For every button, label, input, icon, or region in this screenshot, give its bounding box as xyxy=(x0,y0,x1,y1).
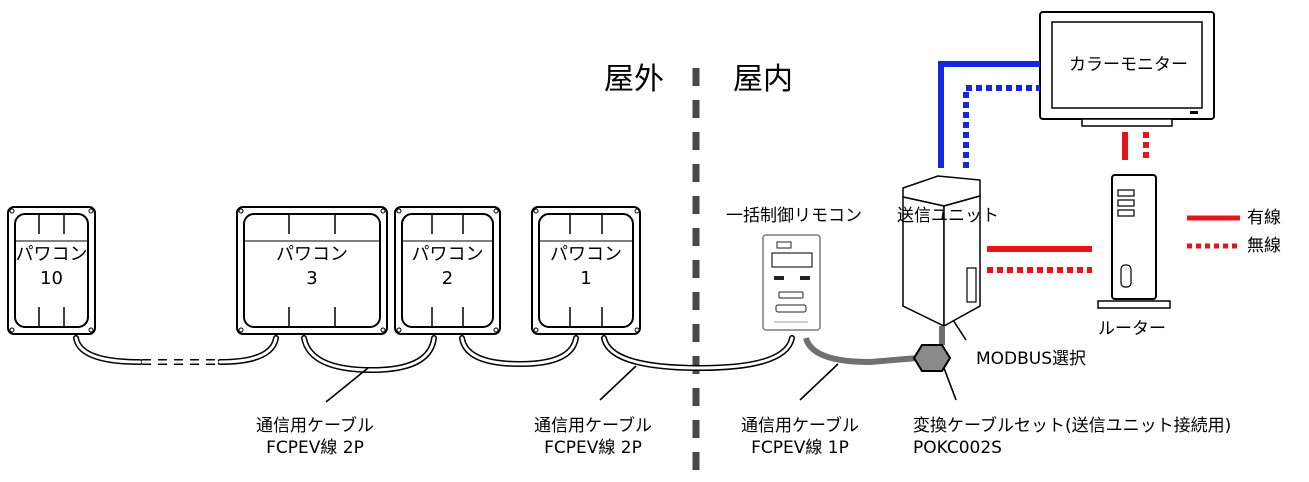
router-links xyxy=(987,132,1149,273)
monitor-label: カラーモニター xyxy=(1069,55,1188,75)
inverter-10-icon xyxy=(7,206,96,335)
cable-3-spec: FCPEV線 1P xyxy=(751,438,849,458)
cable-2-type: 通信用ケーブル xyxy=(534,416,652,436)
router-label: ルーター xyxy=(1098,319,1166,339)
converter-label: 変換ケーブルセット(送信ユニット接続用) POKC002S xyxy=(913,415,1231,459)
inverter-2-icon xyxy=(394,206,501,335)
inverter-10-number: 10 xyxy=(40,268,63,289)
inverter-2-name: パワコン xyxy=(411,244,484,265)
converter-connector-icon xyxy=(912,344,952,372)
inverter-2-number: 2 xyxy=(441,268,454,289)
cable-2-spec: FCPEV線 2P xyxy=(544,438,642,458)
cable-chain xyxy=(73,335,795,374)
cable-1-type: 通信用ケーブル xyxy=(256,416,374,436)
remote-label: 一括制御リモコン xyxy=(726,206,862,226)
legend-wireless-label: 無線 xyxy=(1247,236,1281,256)
cable-1-spec: FCPEV線 2P xyxy=(266,438,364,458)
transmitter-label: 送信ユニット xyxy=(897,206,999,226)
cable-label-1: 通信用ケーブル FCPEV線 2P xyxy=(240,415,390,459)
inverter-3-name: パワコン xyxy=(276,244,348,265)
cable-label-2: 通信用ケーブル FCPEV線 2P xyxy=(518,415,668,459)
inverter-1-number: 1 xyxy=(580,268,592,289)
inverter-1-label: パワコン 1 xyxy=(532,243,640,291)
monitor-links xyxy=(938,61,1040,168)
color-monitor-icon xyxy=(1039,11,1215,127)
inverter-1-icon xyxy=(531,206,641,335)
legend-lines xyxy=(1187,215,1240,249)
inverter-3-number: 3 xyxy=(306,268,318,289)
converter-name: 変換ケーブルセット(送信ユニット接続用) xyxy=(913,416,1232,436)
inverter-10-label: パワコン 10 xyxy=(8,243,95,291)
transmitter-unit-icon xyxy=(902,175,981,328)
remote-converter-cable xyxy=(803,336,919,366)
legend-wired-label: 有線 xyxy=(1247,208,1281,228)
inverter-3-label: パワコン 3 xyxy=(237,243,387,291)
inverter-3-icon xyxy=(236,206,388,335)
outdoor-label: 屋外 xyxy=(604,62,664,97)
inverter-2-label: パワコン 2 xyxy=(395,243,500,291)
cable-label-3: 通信用ケーブル FCPEV線 1P xyxy=(725,415,875,459)
converter-model: POKC002S xyxy=(913,438,1002,458)
modbus-label: MODBUS選択 xyxy=(976,349,1087,369)
inverter-10-name: パワコン xyxy=(15,244,88,265)
router-icon xyxy=(1097,174,1171,309)
indoor-label: 屋内 xyxy=(733,62,793,97)
cable-3-type: 通信用ケーブル xyxy=(741,416,859,436)
leader-lines xyxy=(325,299,967,403)
remote-controller-icon xyxy=(762,234,821,331)
inverter-1-name: パワコン xyxy=(550,244,622,265)
